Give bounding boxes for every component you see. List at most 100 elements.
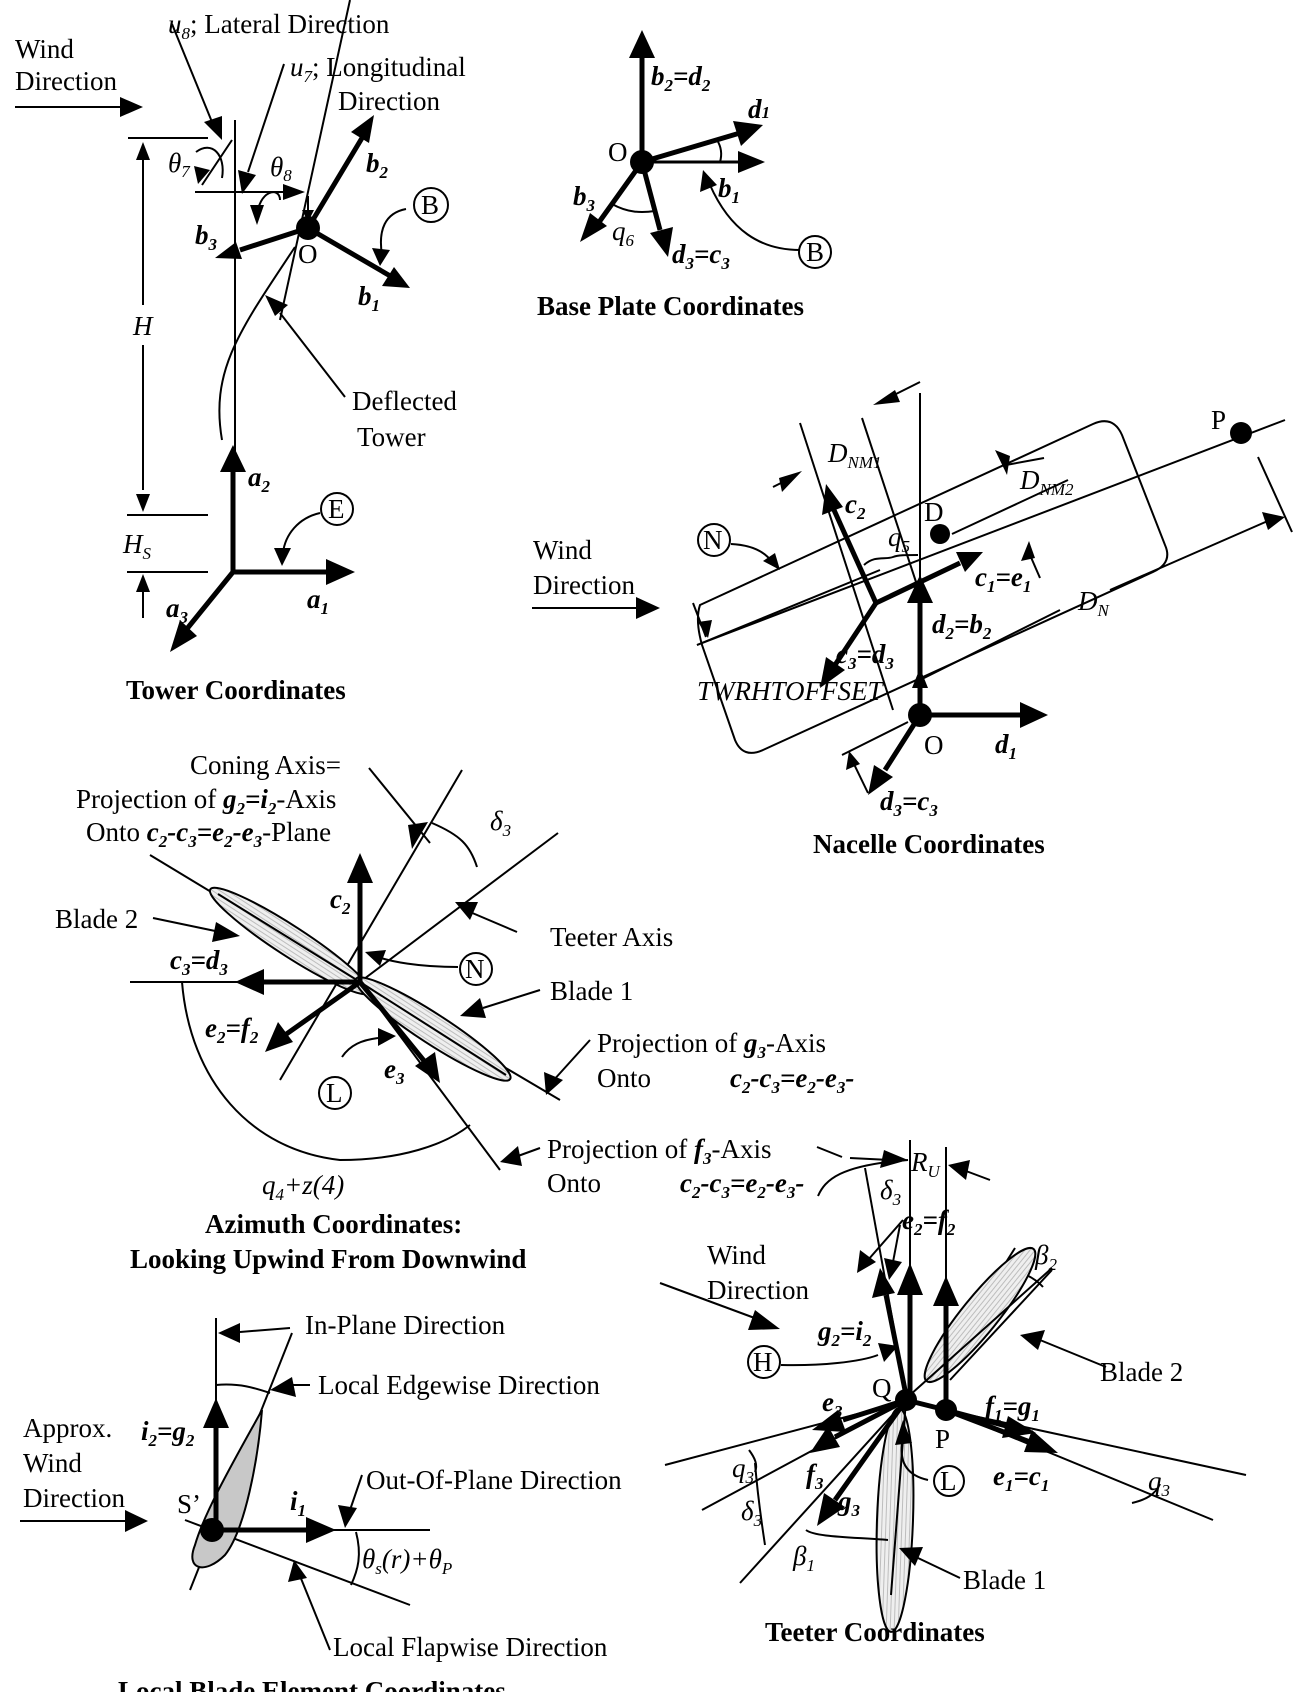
tower-b1-label: b1 <box>358 281 380 315</box>
blade-element-airfoil <box>191 1409 263 1569</box>
in-plane-direction-label: In-Plane Direction <box>305 1310 506 1340</box>
azimuth-n-leader-line <box>371 954 459 968</box>
teeter-f3-label: f3 <box>806 1459 824 1493</box>
point-b-label: B <box>421 190 439 220</box>
bp-point-b-label: B <box>806 237 824 267</box>
beta2-label: β2 <box>1034 1240 1057 1274</box>
twist-pitch-label: θs(r)+θP <box>362 1544 452 1578</box>
beta2-axis-line-2 <box>949 1269 1053 1381</box>
nacelle-d2-vector <box>907 575 933 713</box>
hs-label: HS <box>122 529 152 563</box>
nacelle-wind-arrow-icon <box>532 597 660 619</box>
bp-d1-angle-arc <box>716 139 723 163</box>
point-b-leader-arrow-icon <box>372 248 390 266</box>
bp-d3-c3-label: d3=c3 <box>672 239 730 273</box>
dnm1-label: DNM1 <box>827 438 882 472</box>
wind-label: Wind <box>23 1448 82 1478</box>
theta8-label: θ8 <box>270 152 292 185</box>
tower-a2-label: a2 <box>248 462 271 496</box>
tower-b3-label: b3 <box>195 220 218 254</box>
teeter-e1-c1-label: e1=c1 <box>993 1461 1049 1495</box>
out-of-plane-direction-label: Out-Of-Plane Direction <box>366 1465 622 1495</box>
bp-origin-point <box>630 150 654 174</box>
flapwise-leader-line <box>299 1575 331 1651</box>
teeter-point-p-label: P <box>935 1424 950 1454</box>
nacelle-n-arrow-icon <box>763 553 780 570</box>
teeter-axis-line <box>359 832 559 983</box>
nacelle-c3-d3-label: c3=d3 <box>836 639 894 673</box>
coning-axis-line <box>279 769 463 1081</box>
f3-projection-leader-line <box>517 1147 541 1157</box>
tower-coordinates-title: Tower Coordinates <box>126 675 346 705</box>
point-p-label: P <box>1211 405 1226 435</box>
dn-dimension-line-1 <box>919 609 1061 681</box>
teeter-wind-label-1: Wind <box>707 1240 766 1270</box>
teeter-g3-vector <box>817 1398 909 1526</box>
teeter-blade-2-leader-line <box>1039 1339 1107 1368</box>
f3-projection-label-line-1: Projection of f3-Axis <box>547 1134 771 1168</box>
azimuth-n-arrow-icon <box>365 950 386 966</box>
tower-wind-label-1: Wind <box>15 34 74 64</box>
azimuth-c2-vector <box>347 853 373 982</box>
teeter-point-q <box>895 1389 917 1411</box>
flapwise-arrow-icon <box>288 1560 307 1582</box>
e2-f2-leader-line-1 <box>867 1219 904 1261</box>
u8-leader-arrow-icon <box>171 23 222 140</box>
blade-element-coordinates-panel: In-Plane Direction Local Edgewise Direct… <box>20 1310 622 1692</box>
teeter-blade-2 <box>923 1246 1037 1384</box>
teeter-beta1-arc <box>805 1529 889 1541</box>
nacelle-c2-vector <box>822 484 879 605</box>
dnm1-right-arrow-icon <box>873 390 900 405</box>
twist-pitch-angle-arc <box>350 1531 360 1586</box>
teeter-q3-right-arc <box>1131 1483 1161 1504</box>
deflected-tower-leader-line <box>279 0 351 321</box>
ru-left-leader-line <box>816 1146 843 1158</box>
nacelle-origin-label: O <box>924 730 944 760</box>
teeter-point-h-marker <box>747 1345 781 1379</box>
f3-projection-plane-label: c2-c3=e2-e3- <box>680 1168 804 1202</box>
dnm2-label: DNM2 <box>1019 465 1074 499</box>
shaft-offset-arrow-icon <box>698 620 712 638</box>
i2-g2-vector <box>203 1398 229 1530</box>
e2-f2-leader-line-2 <box>892 1224 901 1263</box>
teeter-h-leader-line <box>780 1354 879 1367</box>
coning-projection-label: Projection of g2=i2-Axis <box>76 784 336 818</box>
theta7-axis-line <box>201 139 233 186</box>
f3-projection-arrow-icon <box>500 1146 522 1166</box>
teeter-delta3-label: δ3 <box>880 1175 901 1209</box>
azimuth-c2-label: c2 <box>330 884 351 918</box>
nacelle-c2-label: c2 <box>845 489 866 523</box>
teeter-e2-f2-label: e2=f2 <box>902 1205 956 1239</box>
h-label: H <box>132 311 154 341</box>
in-plane-arrow-icon <box>218 1323 240 1343</box>
tower-a3-vector <box>170 570 235 652</box>
teeter-point-l-marker <box>933 1465 965 1497</box>
e2-f2-arrow-icon-2 <box>884 1258 902 1280</box>
teeter-q3-left-label: q3 <box>732 1453 754 1487</box>
azimuth-e2-f2-label: e2=f2 <box>205 1013 259 1047</box>
teeter-e2-vector <box>897 1263 923 1395</box>
teeter-point-p <box>935 1399 957 1421</box>
azimuth-point-n-marker <box>459 952 493 986</box>
i1-vector <box>216 1517 336 1543</box>
blade-1-leader-line <box>482 989 541 1009</box>
theta7-arrow-icon <box>194 166 210 184</box>
nacelle-wind-label-1: Wind <box>533 535 592 565</box>
bp-q6-label: q6 <box>612 216 635 250</box>
ru-right-leader-line <box>965 1170 991 1181</box>
deflected-label: Deflected <box>352 386 457 416</box>
bp-d1-label: d1 <box>748 94 770 124</box>
teeter-blade-2-pitch-line <box>909 1267 1053 1396</box>
theta8-axis-arrow-icon <box>283 184 305 200</box>
azimuth-delta3-arc <box>431 822 478 868</box>
azimuth-coordinates-panel: Coning Axis= Projection of g2=i2-Axis On… <box>55 750 854 1274</box>
u7-longitudinal-label: u7; Longitudinal <box>290 52 466 86</box>
teeter-blade-2-arrow-icon <box>1020 1330 1045 1350</box>
teeter-delta3-arc <box>817 1159 909 1197</box>
tower-coordinates-panel: Wind Direction u8; Lateral Direction u7;… <box>15 0 466 705</box>
nacelle-coordinates-panel: Wind Direction DNM1 DNM2 P DN D N <box>532 381 1293 859</box>
tower-a1-vector <box>233 559 355 585</box>
dn-arrow-icon <box>1262 512 1285 530</box>
dn-dimension-line-2 <box>1109 519 1271 591</box>
